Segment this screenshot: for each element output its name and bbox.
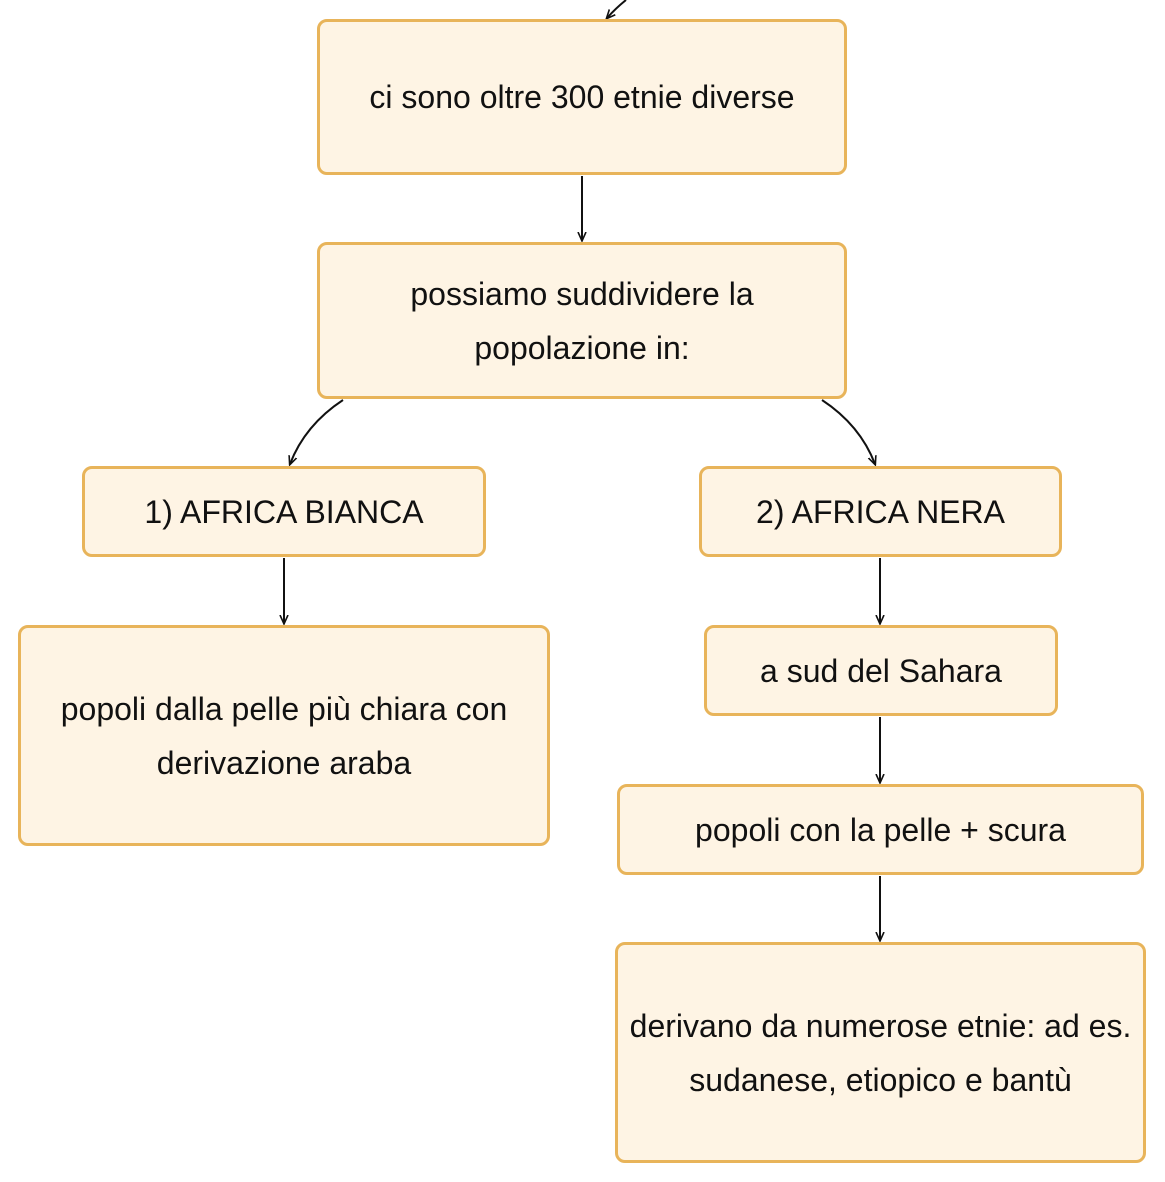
node-etnie-origine[interactable]: derivano da numerose etnie: ad es. sudan… [615, 942, 1146, 1163]
node-africa-bianca[interactable]: 1) AFRICA BIANCA [82, 466, 486, 557]
node-suddivisione[interactable]: possiamo suddividere la popolazione in: [317, 242, 847, 399]
node-sud-sahara[interactable]: a sud del Sahara [704, 625, 1058, 716]
node-africa-nera[interactable]: 2) AFRICA NERA [699, 466, 1062, 557]
node-label: popoli dalla pelle più chiara con deriva… [60, 690, 508, 781]
edge-n2-to-n3 [290, 399, 344, 464]
node-pelle-chiara[interactable]: popoli dalla pelle più chiara con deriva… [18, 625, 550, 846]
node-label: ci sono oltre 300 etnie diverse [369, 79, 795, 115]
edge-top-to-n1 [607, 0, 627, 18]
edge-n2-to-n4 [821, 399, 875, 464]
node-label: a sud del Sahara [760, 652, 1002, 689]
node-pelle-scura[interactable]: popoli con la pelle + scura [617, 784, 1144, 875]
node-label: 1) AFRICA BIANCA [144, 493, 424, 530]
node-label: derivano da numerose etnie: ad es. sudan… [629, 1007, 1132, 1098]
node-label: possiamo suddividere la popolazione in: [410, 275, 754, 366]
node-label: popoli con la pelle + scura [695, 811, 1066, 848]
node-etnie-count[interactable]: ci sono oltre 300 etnie diverse [317, 19, 847, 175]
node-label: 2) AFRICA NERA [756, 493, 1005, 530]
